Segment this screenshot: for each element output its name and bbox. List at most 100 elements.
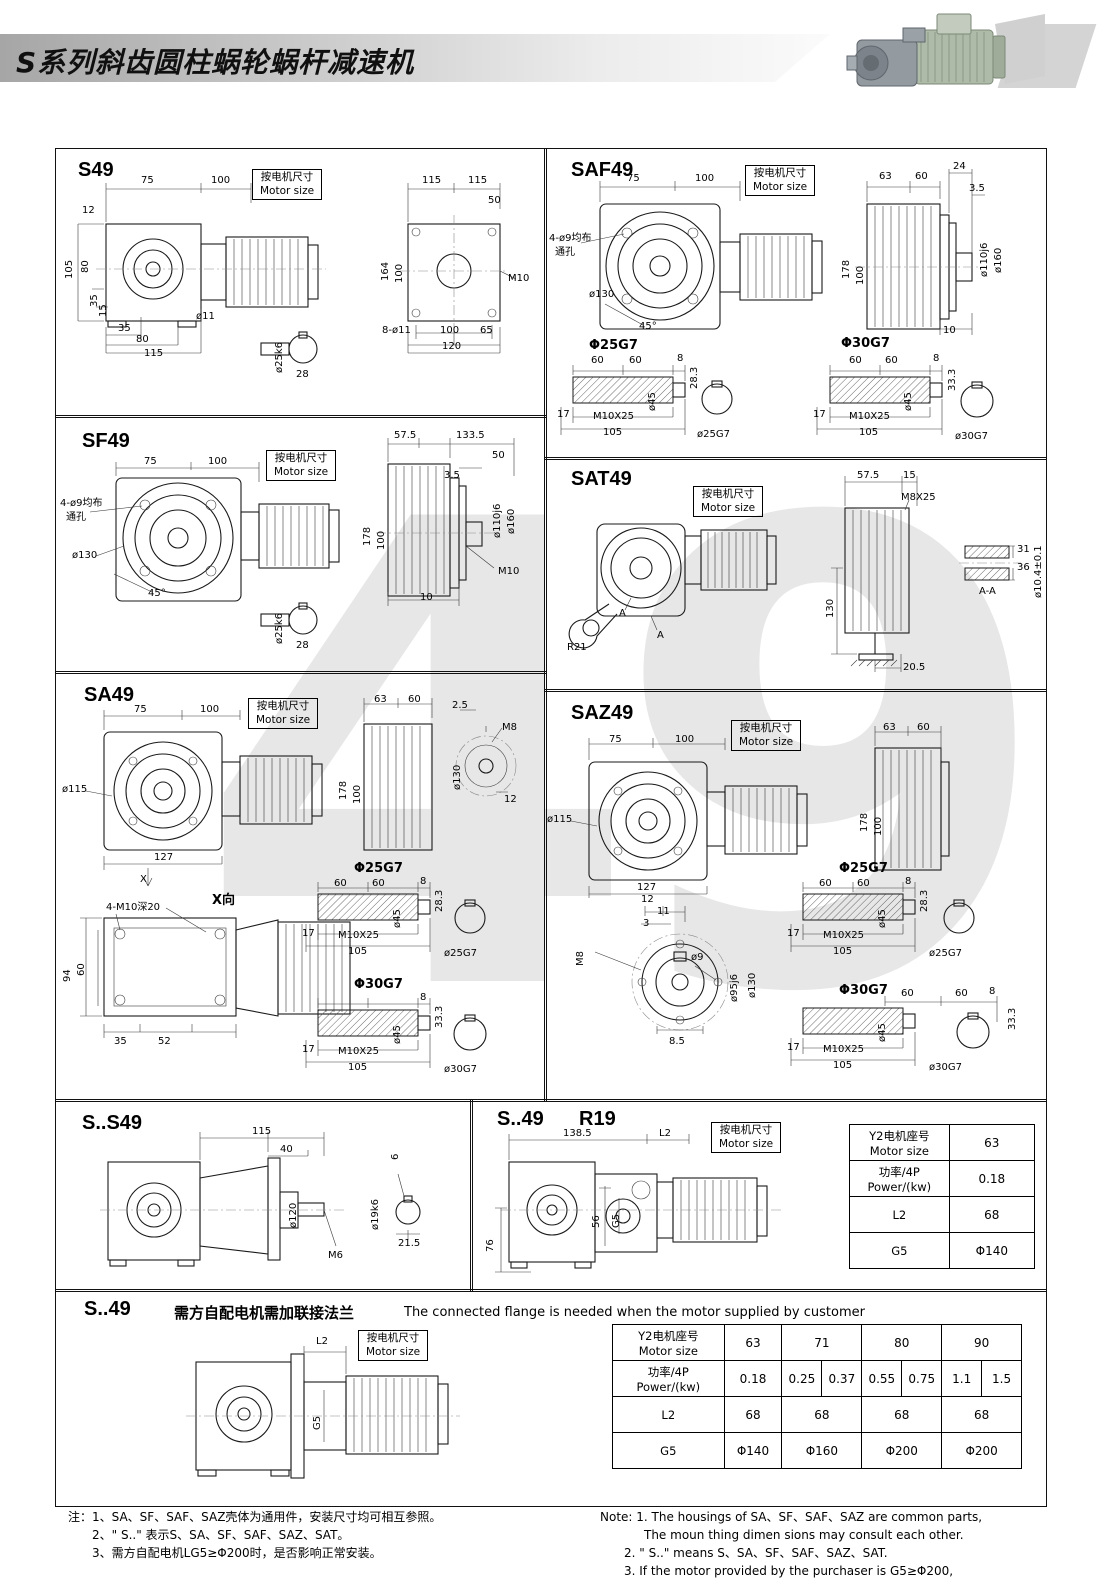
- dimension-label: 12: [82, 205, 95, 216]
- dimension-label: 127: [154, 852, 174, 863]
- dimension-label: ø25G7: [697, 429, 730, 440]
- dimension-label: 80: [80, 260, 91, 273]
- panel-title-saz49: SAZ49: [571, 702, 634, 724]
- dimension-label: 45°: [148, 588, 166, 599]
- dimension-label: 28: [296, 369, 309, 380]
- dimension-label: 20.5: [903, 662, 926, 673]
- dimension-label: 11: [657, 906, 670, 917]
- dimension-label: 63: [374, 694, 387, 705]
- dimension-label: 60: [76, 963, 87, 976]
- dimension-label: 115: [422, 175, 442, 186]
- dimension-label: 17: [302, 928, 315, 939]
- dimension-label: 8: [905, 876, 912, 887]
- dimension-label: 35: [118, 323, 131, 334]
- dimension-label: 100: [394, 263, 405, 283]
- motor-size-box-label: 按电机尺寸 Motor size: [731, 720, 802, 752]
- dimension-label: G5: [312, 1415, 323, 1430]
- motor-size-box-label: 按电机尺寸 Motor size: [358, 1330, 429, 1362]
- dimension-label: ø45: [392, 909, 403, 928]
- dimension-label: ø45: [647, 392, 658, 411]
- sat49-drawing: [568, 476, 1021, 672]
- dimension-label: 12: [504, 794, 517, 805]
- dimension-label: ø115: [62, 784, 88, 795]
- dimension-label: M6: [328, 1250, 343, 1261]
- saf49-drawing: [560, 169, 994, 435]
- dimension-label: 100: [376, 530, 387, 550]
- dimension-label: Φ30G7: [841, 336, 890, 351]
- sa49-drawing: [80, 698, 517, 1068]
- dimension-label: 28: [296, 640, 309, 651]
- panel-s49-flange: S..49 需方自配电机需加联接法兰 The connected flange …: [55, 1289, 1047, 1507]
- dimension-label: 10: [420, 592, 433, 603]
- dimension-label: 3: [643, 918, 650, 929]
- dimension-label: 178: [362, 526, 373, 546]
- note-en-line: Note: 1. The housings of SA、SF、SAF、SAZ a…: [600, 1510, 983, 1524]
- dimension-label: 178: [841, 259, 852, 279]
- dimension-label: 60: [885, 355, 898, 366]
- dimension-label: 115: [468, 175, 488, 186]
- dimension-label: ø10.4±0.1: [1033, 545, 1044, 598]
- dimension-label: 8: [677, 353, 684, 364]
- flange-motor-size: 80: [861, 1324, 943, 1361]
- dimension-label: M10X25: [593, 411, 634, 422]
- flange-l2: 68: [941, 1396, 1022, 1433]
- flange-subtitle-en: The connected flange is needed when the …: [404, 1305, 865, 1320]
- dimension-label: 178: [338, 780, 349, 800]
- dimension-label: 65: [480, 325, 493, 336]
- dimension-label: 105: [348, 1062, 368, 1073]
- dimension-label: ø160: [993, 247, 1004, 273]
- dimension-label: 17: [302, 1044, 315, 1055]
- dimension-label: 63: [879, 171, 892, 182]
- dimension-label: 133.5: [456, 430, 485, 441]
- r19-row-value: 0.18: [948, 1160, 1036, 1197]
- flange-row-label: G5: [612, 1432, 725, 1469]
- dimension-label: M8X25: [901, 492, 936, 503]
- dimension-label: 2.5: [452, 700, 468, 711]
- dimension-label: 17: [813, 409, 826, 420]
- dimension-label: 12: [641, 894, 654, 905]
- flange-power: 0.25: [781, 1360, 823, 1397]
- dimension-label: M10: [508, 273, 530, 284]
- dimension-label: M10: [498, 566, 520, 577]
- motor-size-box-label: 按电机尺寸 Motor size: [252, 169, 323, 201]
- dimension-label: 通孔: [66, 512, 86, 523]
- dimension-label: 100: [695, 173, 715, 184]
- flange-motor-size: 63: [723, 1324, 783, 1361]
- dimension-label: 105: [64, 259, 75, 279]
- dimension-label: 130: [825, 598, 836, 618]
- dimension-label: 36: [1017, 562, 1030, 573]
- dimension-label: 8.5: [669, 1036, 685, 1047]
- dimension-label: 17: [787, 1042, 800, 1053]
- panel-title-ss49: S..S49: [82, 1112, 143, 1134]
- dimension-label: ø25k6: [274, 613, 285, 644]
- dimension-label: 33.3: [434, 1005, 445, 1028]
- dimension-label: 57.5: [394, 430, 417, 441]
- dimension-label: 28.3: [919, 889, 930, 912]
- flange-spec-table: Y2电机座号 Motor size 63 71 80 90 功率/4P Powe…: [612, 1324, 1022, 1469]
- dimension-label: ø30G7: [955, 431, 988, 442]
- dimension-label: 105: [348, 946, 368, 957]
- header-banner: S系列斜齿圆柱蜗轮蜗杆减速机: [0, 34, 830, 82]
- flange-g5: Φ200: [861, 1432, 943, 1469]
- dimension-label: 28.3: [689, 366, 700, 389]
- dimension-label: ø95j6: [729, 974, 740, 1002]
- dimension-label: 178: [859, 812, 870, 832]
- motor-size-box-label: 按电机尺寸 Motor size: [248, 698, 319, 730]
- flange-row-label: Y2电机座号 Motor size: [612, 1324, 725, 1361]
- dimension-label: R21: [567, 642, 587, 653]
- dimension-label: 60: [372, 878, 385, 889]
- page-title: S系列斜齿圆柱蜗轮蜗杆减速机: [16, 46, 415, 79]
- dimension-label: ø45: [877, 909, 888, 928]
- flange-l2: 68: [861, 1396, 943, 1433]
- dimension-label: 100: [675, 734, 695, 745]
- flange-g5: Φ160: [781, 1432, 863, 1469]
- flange-l2: 68: [723, 1396, 783, 1433]
- dimension-label: 10: [943, 325, 956, 336]
- note-cn-line: 2、" S.." 表示S、SA、SF、SAF、SAZ、SAT。: [92, 1528, 350, 1542]
- flange-row-label: 功率/4P Power/(kw): [612, 1360, 725, 1397]
- dimension-label: M10X25: [823, 1044, 864, 1055]
- dimension-label: 100: [352, 784, 363, 804]
- dimension-label: 17: [557, 409, 570, 420]
